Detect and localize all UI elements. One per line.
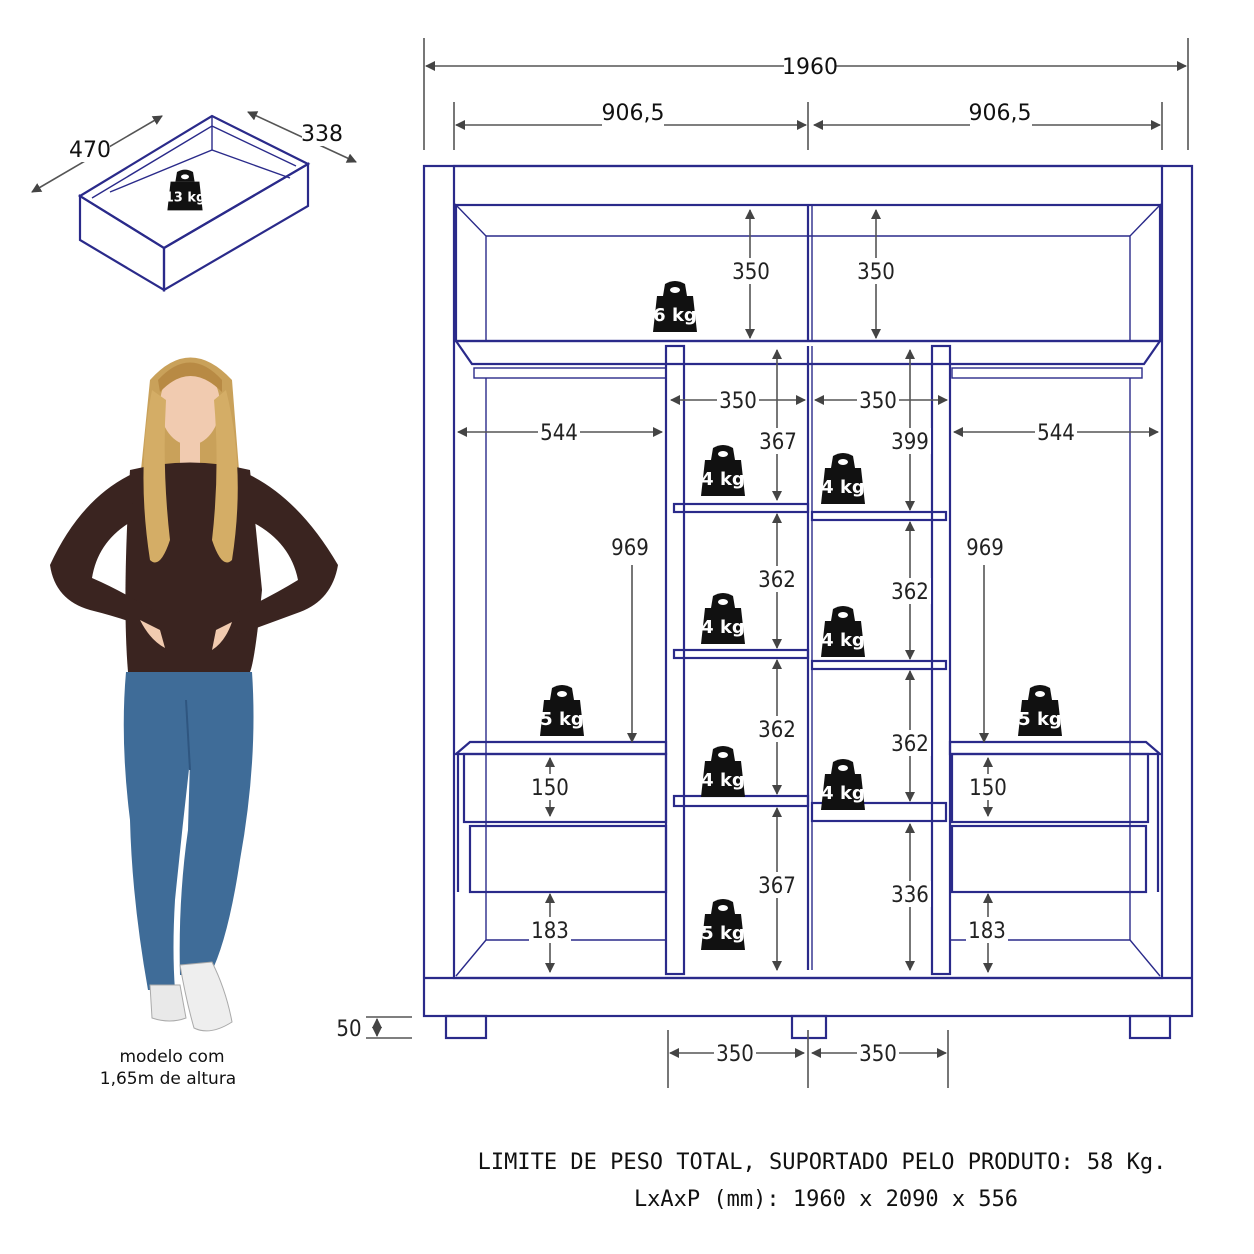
weight-icon-center-right-2: 4 kg [821, 606, 865, 657]
foot-height-label: 50 [336, 1017, 361, 1042]
model-caption-line1: modelo com [119, 1047, 224, 1067]
weight-body [653, 296, 697, 332]
center-right-4-label: 336 [891, 883, 929, 908]
base-width-left-label: 350 [716, 1042, 754, 1067]
weight-body [821, 621, 865, 657]
center-left-4-label: 367 [758, 874, 796, 899]
wardrobe-frame [422, 164, 1194, 1040]
weight-handle-hole [557, 691, 567, 697]
weight-icon-top: 6 kg [653, 281, 697, 332]
weight-label: 5 kg [701, 923, 745, 944]
drawer-weight-icon: 13 kg [165, 169, 206, 211]
weight-label: 13 kg [165, 191, 206, 206]
weight-label: 4 kg [821, 477, 865, 498]
bottom-height-left-label: 183 [531, 919, 569, 944]
center-right-3-label: 362 [891, 732, 929, 757]
weight-body [701, 761, 745, 797]
drawer-detail: 470 338 13 kg [31, 111, 357, 292]
weight-handle-hole [838, 765, 848, 771]
weight-icon-right-shelf: 5 kg [1018, 685, 1062, 736]
hanging-height-left-label: 969 [611, 536, 649, 561]
footer-weight-limit: LIMITE DE PESO TOTAL, SUPORTADO PELO PRO… [478, 1150, 1167, 1175]
weight-label: 4 kg [701, 469, 745, 490]
weight-handle-hole [718, 905, 728, 911]
center-width-right-label: 350 [859, 389, 897, 414]
weight-icon-center-left-2: 4 kg [701, 593, 745, 644]
drawer-depth-label: 470 [69, 138, 111, 163]
weight-handle-hole [181, 174, 189, 180]
weight-handle-hole [670, 287, 680, 293]
weight-icon-center-left-bottom: 5 kg [701, 899, 745, 950]
drawer-height-right-label: 150 [969, 776, 1007, 801]
dimension-lines [366, 38, 1189, 1088]
weight-body [167, 181, 203, 211]
weight-icon-left-shelf: 5 kg [540, 685, 584, 736]
center-left-2-label: 362 [758, 568, 796, 593]
half-width-left-label: 906,5 [602, 101, 665, 126]
hanging-width-left-label: 544 [540, 421, 578, 446]
model-caption-line2: 1,65m de altura [100, 1069, 236, 1089]
weight-label: 5 kg [1018, 709, 1062, 730]
center-right-1-label: 399 [891, 430, 929, 455]
weight-label: 4 kg [701, 770, 745, 791]
weight-body [701, 460, 745, 496]
weight-body [821, 468, 865, 504]
weight-label: 4 kg [821, 783, 865, 804]
center-left-3-label: 362 [758, 718, 796, 743]
center-left-1-label: 367 [759, 430, 797, 455]
weight-handle-hole [1035, 691, 1045, 697]
total-width-label: 1960 [782, 55, 838, 80]
center-width-left-label: 350 [719, 389, 757, 414]
center-right-2-label: 362 [891, 580, 929, 605]
weight-handle-hole [838, 459, 848, 465]
weight-handle-hole [718, 599, 728, 605]
model-person-illustration: modelo com 1,65m de altura [50, 357, 338, 1089]
weight-icons: 6 kg 4 kg 4 kg 4 kg 5 kg 4 kg 4 kg 4 kg … [540, 281, 1062, 950]
top-height-right-label: 350 [857, 260, 895, 285]
bottom-height-right-label: 183 [968, 919, 1006, 944]
footer-dimensions: LxAxP (mm): 1960 x 2090 x 556 [634, 1187, 1018, 1212]
weight-label: 6 kg [653, 305, 697, 326]
weight-label: 4 kg [821, 630, 865, 651]
hanging-width-right-label: 544 [1037, 421, 1075, 446]
weight-icon-center-left-1: 4 kg [701, 445, 745, 496]
weight-body [701, 914, 745, 950]
weight-icon-center-right-1: 4 kg [821, 453, 865, 504]
hanging-height-right-label: 969 [966, 536, 1004, 561]
weight-handle-hole [718, 451, 728, 457]
base-width-right-label: 350 [859, 1042, 897, 1067]
weight-handle-hole [838, 612, 848, 618]
drawer-width-label: 338 [301, 122, 343, 147]
weight-body [821, 774, 865, 810]
weight-icon-center-left-3: 4 kg [701, 746, 745, 797]
drawer-height-left-label: 150 [531, 776, 569, 801]
weight-label: 5 kg [540, 709, 584, 730]
weight-body [540, 700, 584, 736]
weight-icon-center-right-3: 4 kg [821, 759, 865, 810]
half-width-right-label: 906,5 [969, 101, 1032, 126]
dimension-labels: 1960 906,5 906,5 350 350 350 350 544 544… [336, 52, 1077, 1067]
weight-body [1018, 700, 1062, 736]
weight-body [701, 608, 745, 644]
top-height-left-label: 350 [732, 260, 770, 285]
weight-label: 4 kg [701, 617, 745, 638]
weight-handle-hole [718, 752, 728, 758]
